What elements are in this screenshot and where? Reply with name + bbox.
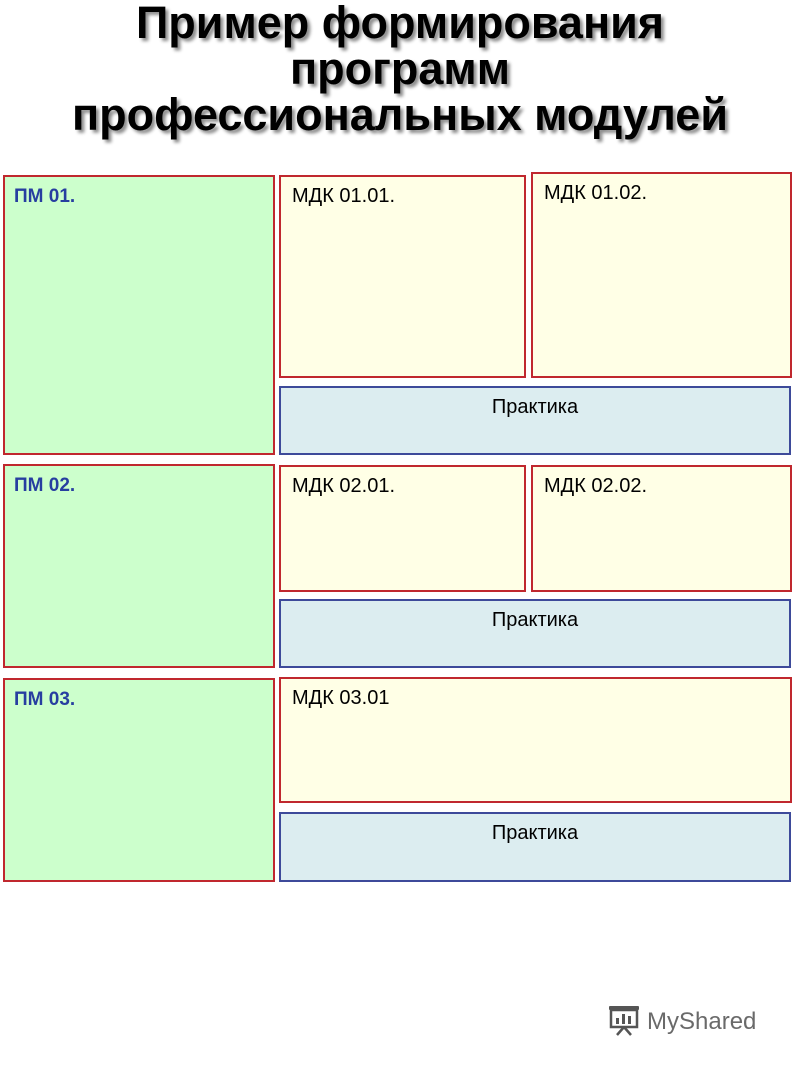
practice-01-block: Практика (279, 386, 791, 455)
practice-03-label: Практика (491, 822, 579, 844)
mdk-01-02-label: МДК 01.02. (544, 182, 648, 204)
mdk-02-01-block: МДК 02.01. (279, 465, 526, 592)
practice-02-label: Практика (491, 609, 579, 631)
practice-03-block: Практика (279, 812, 791, 882)
mdk-01-01-block: МДК 01.01. (279, 175, 526, 378)
mdk-01-02-block: МДК 01.02. (531, 172, 792, 378)
presentation-board-icon (607, 1003, 641, 1042)
mdk-02-02-block: МДК 02.02. (531, 465, 792, 592)
pm-02-block: ПМ 02. (3, 464, 275, 668)
myshared-logo: MyShared (607, 1002, 756, 1042)
mdk-02-02-label: МДК 02.02. (544, 475, 648, 497)
mdk-02-01-label: МДК 02.01. (292, 475, 396, 497)
pm-01-block: ПМ 01. (3, 175, 275, 455)
watermark-text: MyShared (647, 1008, 757, 1035)
practice-02-block: Практика (279, 599, 791, 668)
mdk-01-01-label: МДК 01.01. (292, 185, 396, 207)
pm-02-label: ПМ 02. (14, 475, 76, 496)
practice-01-label: Практика (491, 396, 579, 418)
pm-03-label: ПМ 03. (14, 689, 76, 710)
mdk-03-01-label: МДК 03.01 (292, 687, 390, 709)
page-title: Пример формирования программ профессиона… (72, 0, 728, 140)
pm-01-label: ПМ 01. (14, 186, 76, 207)
pm-03-block: ПМ 03. (3, 678, 275, 882)
mdk-03-01-block: МДК 03.01 (279, 677, 792, 803)
